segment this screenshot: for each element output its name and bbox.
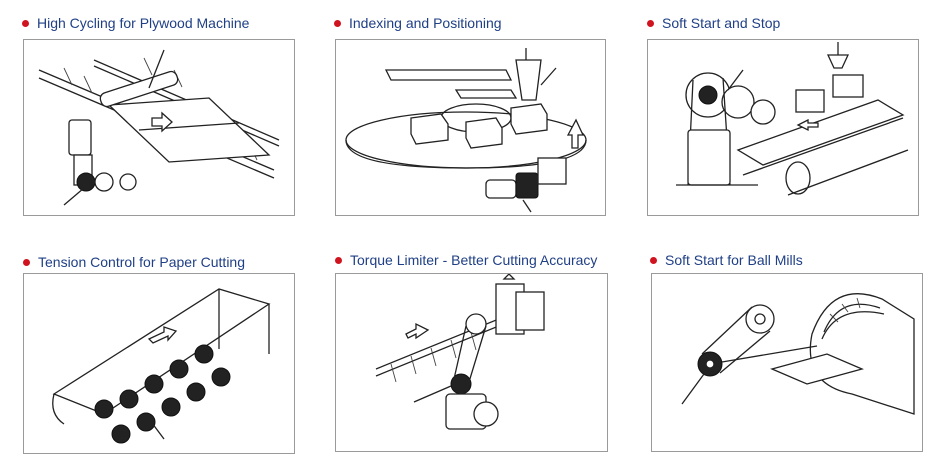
paper-roll-tension-illustration — [52, 288, 271, 444]
illustration-frame — [651, 273, 923, 452]
bullet-icon — [335, 256, 342, 264]
indexing-table-illustration — [345, 48, 587, 213]
panel-title-row: Indexing and Positioning — [334, 15, 502, 31]
illustration-frame — [23, 273, 295, 454]
bullet-icon — [23, 258, 30, 266]
illustration-frame — [335, 273, 608, 452]
panel-title-row: Soft Start for Ball Mills — [650, 252, 803, 268]
plywood-machine-illustration — [38, 49, 280, 206]
panel-title-row: Soft Start and Stop — [647, 15, 780, 31]
bullet-icon — [22, 19, 29, 27]
panel-title: Soft Start for Ball Mills — [665, 252, 803, 268]
bullet-icon — [647, 19, 654, 27]
panel-title-row: Tension Control for Paper Cutting — [23, 254, 245, 270]
panel-title: Tension Control for Paper Cutting — [38, 254, 245, 270]
panel-title-row: High Cycling for Plywood Machine — [22, 15, 249, 31]
cutting-torque-limiter-illustration — [375, 274, 545, 430]
conveyor-belt-drive-illustration — [676, 42, 909, 196]
panel-title-row: Torque Limiter - Better Cutting Accuracy — [335, 252, 597, 268]
panel-title: Indexing and Positioning — [349, 15, 502, 31]
ball-mill-drive-illustration — [681, 293, 915, 415]
illustration-frame — [335, 39, 606, 216]
bullet-icon — [334, 19, 341, 27]
illustration-frame — [647, 39, 919, 216]
panel-title: Torque Limiter - Better Cutting Accuracy — [350, 252, 598, 268]
bullet-icon — [650, 256, 657, 264]
illustration-frame — [23, 39, 295, 216]
panel-title: High Cycling for Plywood Machine — [37, 15, 250, 31]
panel-title: Soft Start and Stop — [662, 15, 781, 31]
